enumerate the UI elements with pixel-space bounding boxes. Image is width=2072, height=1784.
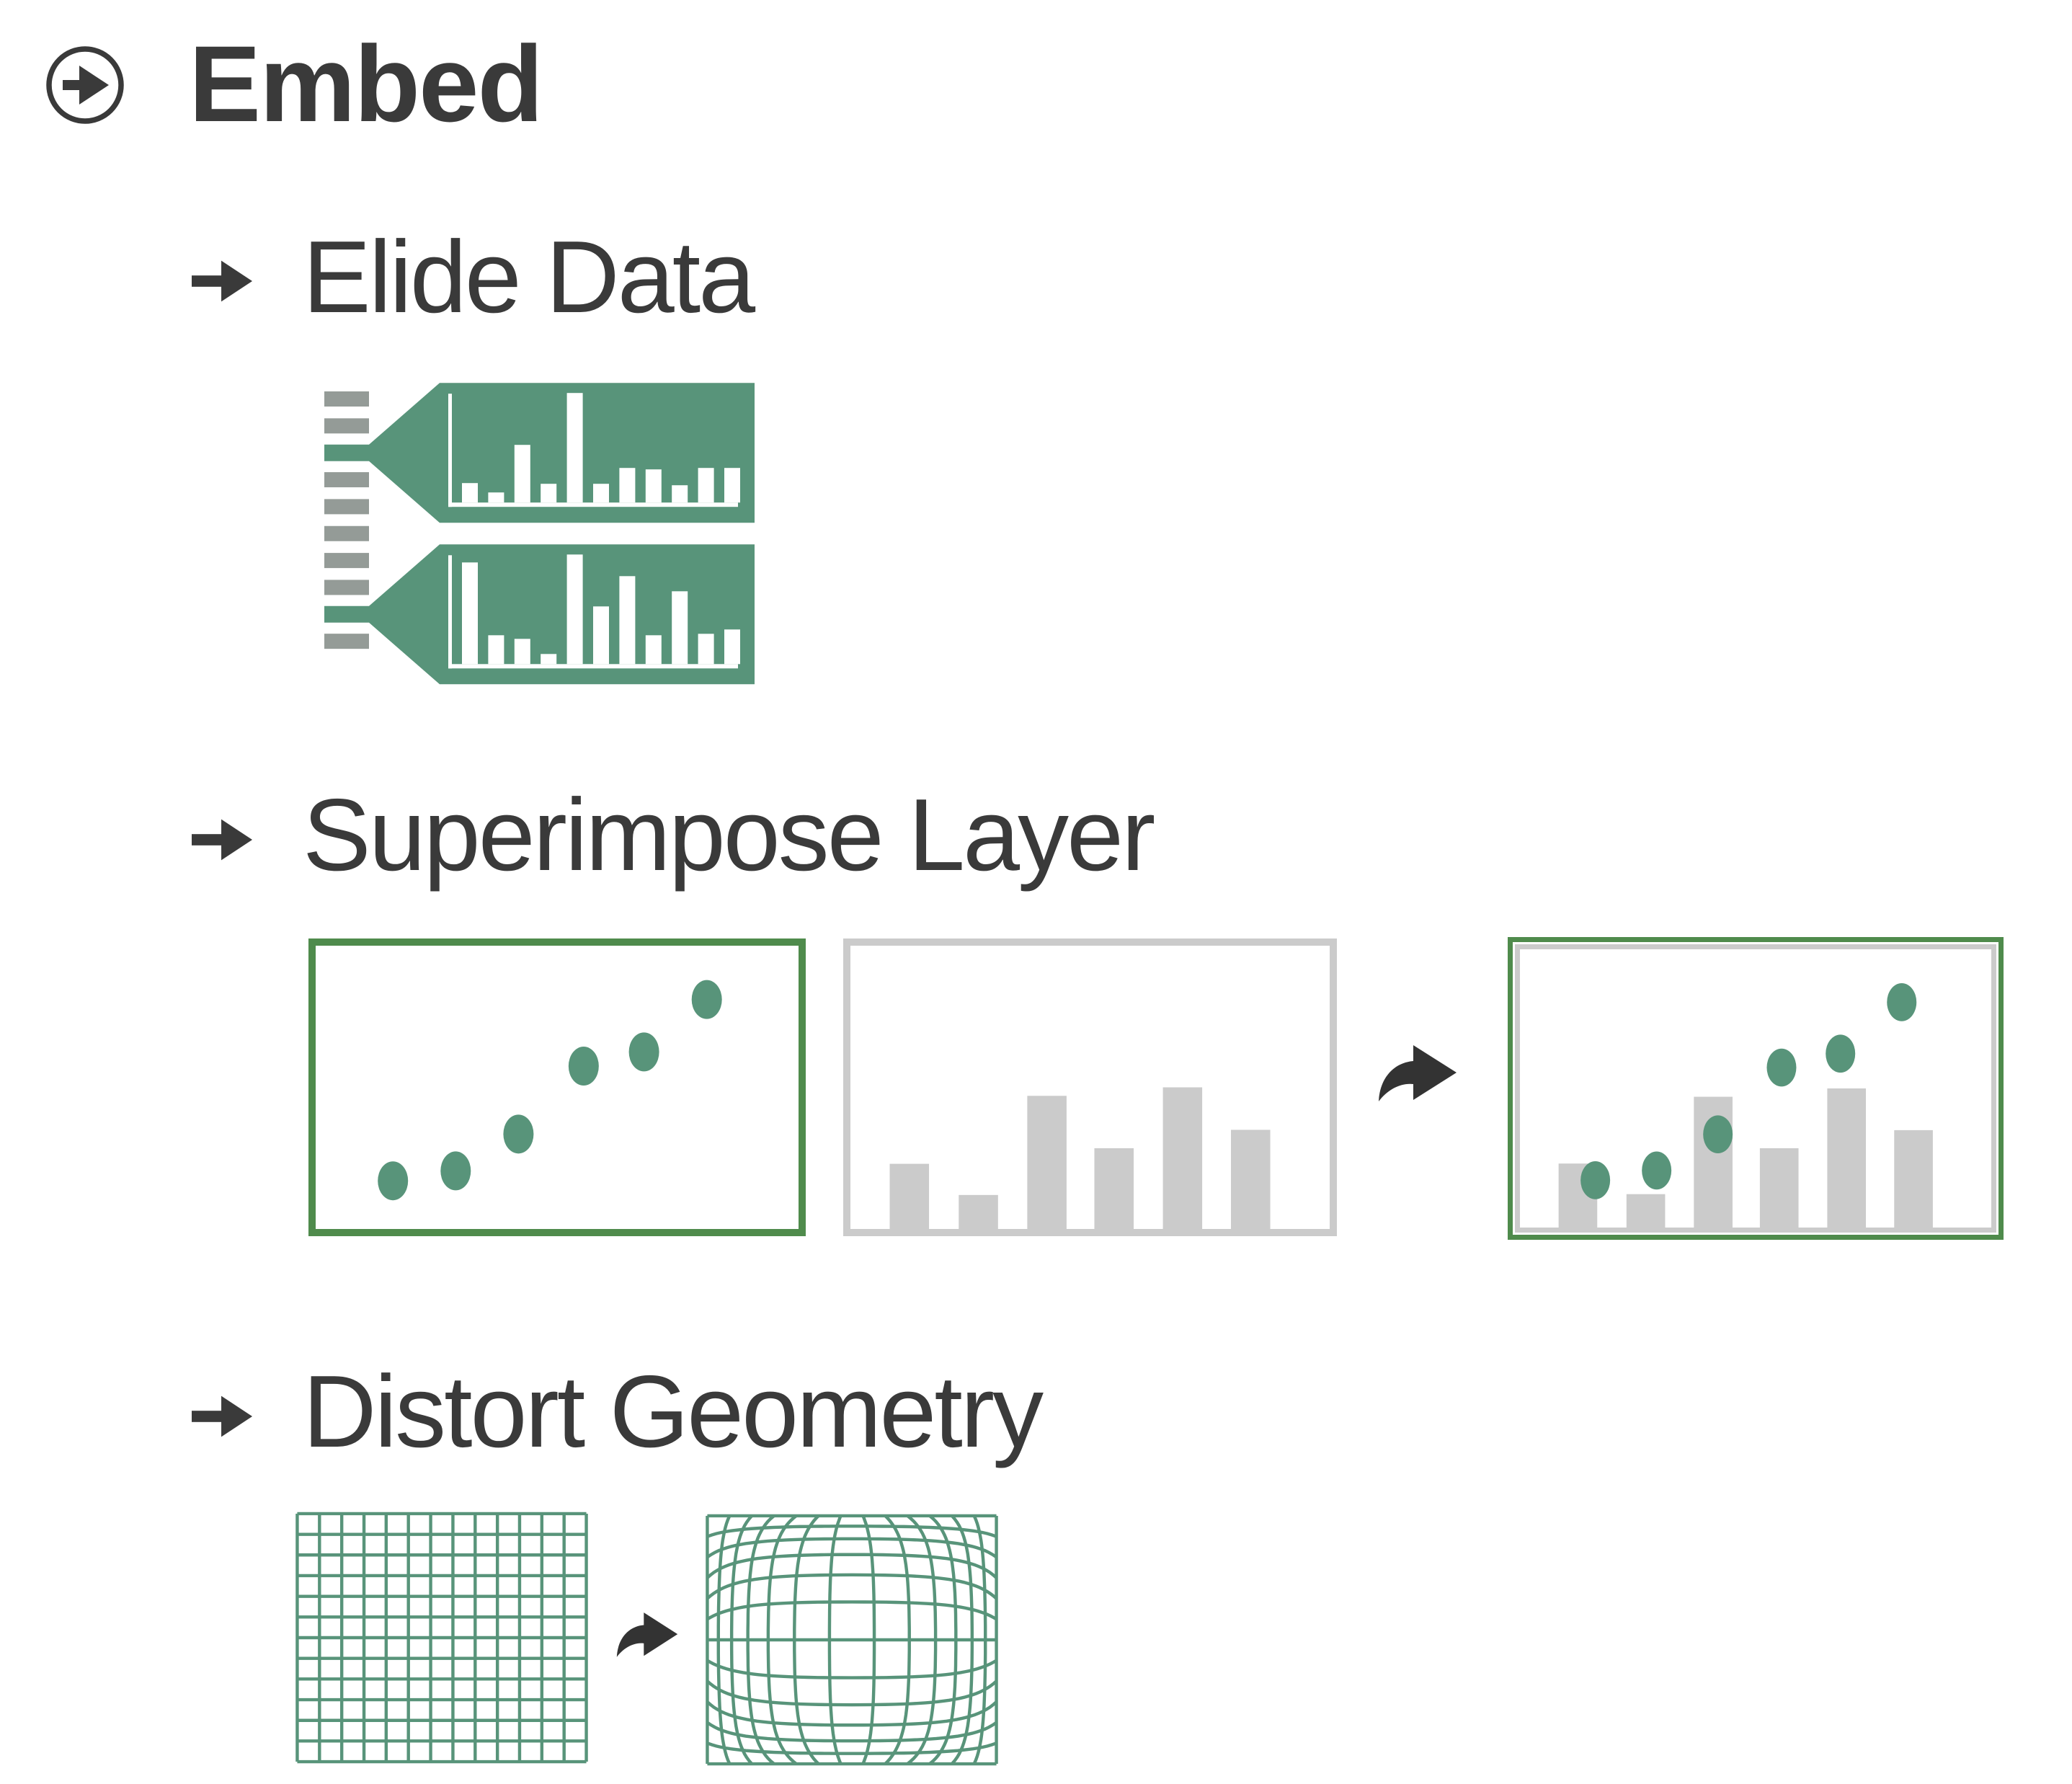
mini-chart-bar (672, 485, 688, 503)
detail-flag (324, 544, 755, 685)
scatterplot (378, 980, 722, 1201)
distorted-grid-line (706, 1537, 997, 1559)
mini-chart-bar (593, 606, 609, 665)
list-item-mark (324, 418, 369, 434)
fisheye-grid-icon (706, 1514, 998, 1766)
barchart (889, 1087, 1271, 1229)
distorted-grid-line (706, 1700, 998, 1727)
list-item-mark (324, 634, 369, 649)
mini-chart-axis (448, 394, 452, 507)
page-title: Embed (189, 23, 543, 144)
bar (1027, 1096, 1067, 1229)
list-item-mark (324, 391, 369, 407)
scatter-dot (628, 1032, 659, 1072)
mini-chart-bar (541, 484, 557, 503)
bar (889, 1163, 930, 1229)
scatter-dot (1766, 1048, 1797, 1087)
mini-chart-baseline (448, 502, 738, 507)
embed-circle-arrow-icon (46, 46, 124, 124)
bar (1626, 1194, 1666, 1228)
section-arrow-icon (192, 260, 253, 302)
mini-chart-bar (488, 492, 504, 503)
superimposed-inner-frame (1515, 944, 1996, 1233)
detail-flag (324, 383, 755, 523)
mini-chart-bar (619, 468, 636, 503)
list-item-mark (324, 472, 369, 488)
section-label-distort-geometry: Distort Geometry (303, 1354, 1044, 1469)
list-item-mark (324, 525, 369, 541)
distorted-grid-line (706, 1721, 997, 1743)
distorted-grid-line (706, 1573, 998, 1600)
bar (1827, 1088, 1867, 1228)
bar (959, 1194, 998, 1229)
bar (1094, 1148, 1134, 1229)
mini-chart-bar (541, 654, 557, 665)
mini-chart-bar (566, 554, 583, 665)
mini-chart-bar (724, 468, 740, 503)
superimposed-chart (1558, 982, 1933, 1228)
mini-chart-bar (698, 468, 714, 503)
scatter-dot (1826, 1034, 1856, 1073)
mini-chart-bar (593, 484, 609, 503)
elide-data-icon (324, 383, 755, 685)
scatter-dot (378, 1161, 409, 1201)
scatter-dot (1642, 1151, 1672, 1190)
section-arrow-icon (192, 1395, 253, 1437)
section-label-superimpose-layer: Superimpose Layer (303, 778, 1155, 892)
distorted-grid-line (706, 1659, 997, 1679)
bar (1759, 1148, 1799, 1228)
barchart-layer-box (843, 938, 1337, 1236)
mini-chart-bar (672, 591, 688, 665)
mini-chart-bar (514, 639, 530, 665)
section-label-elide-data: Elide Data (303, 220, 755, 334)
mini-chart-baseline (448, 664, 738, 669)
section-arrow-icon (192, 819, 253, 861)
mini-chart-bar (698, 634, 714, 665)
mini-chart-bar (566, 393, 583, 503)
mini-chart-bar (488, 635, 504, 665)
scatter-dot (1580, 1161, 1611, 1199)
regular-grid-icon (295, 1512, 588, 1764)
mini-chart-bar (645, 635, 662, 665)
bar (1231, 1130, 1271, 1229)
curved-arrow-icon (1379, 1045, 1457, 1101)
mini-chart-bar (462, 562, 478, 665)
scatter-dot (1887, 982, 1917, 1021)
curved-arrow-icon (616, 1612, 678, 1657)
list-item-mark (324, 553, 369, 569)
mini-chart-bar (514, 445, 530, 503)
scatter-dot (1703, 1115, 1733, 1154)
distorted-grid-line (706, 1553, 998, 1579)
distorted-grid-line (706, 1741, 997, 1755)
mini-chart-bar (462, 483, 478, 503)
mini-chart-bar (645, 469, 662, 503)
scatter-dot (568, 1047, 599, 1086)
bar (1894, 1130, 1933, 1228)
bar (1162, 1087, 1203, 1229)
scatter-dot (440, 1151, 471, 1191)
mini-chart-axis (448, 555, 452, 669)
mini-chart-bar (724, 629, 740, 665)
list-item-mark (324, 499, 369, 515)
scatter-dot (503, 1114, 534, 1154)
scatter-dot (691, 980, 722, 1019)
scatterplot-layer-box (308, 938, 806, 1236)
list-item-mark (324, 580, 369, 595)
distorted-grid-line (706, 1600, 997, 1621)
mini-chart-bar (619, 576, 636, 665)
distorted-grid-line (706, 1679, 998, 1707)
distorted-grid-line (706, 1525, 997, 1538)
superimposed-result-box (1508, 937, 2004, 1240)
